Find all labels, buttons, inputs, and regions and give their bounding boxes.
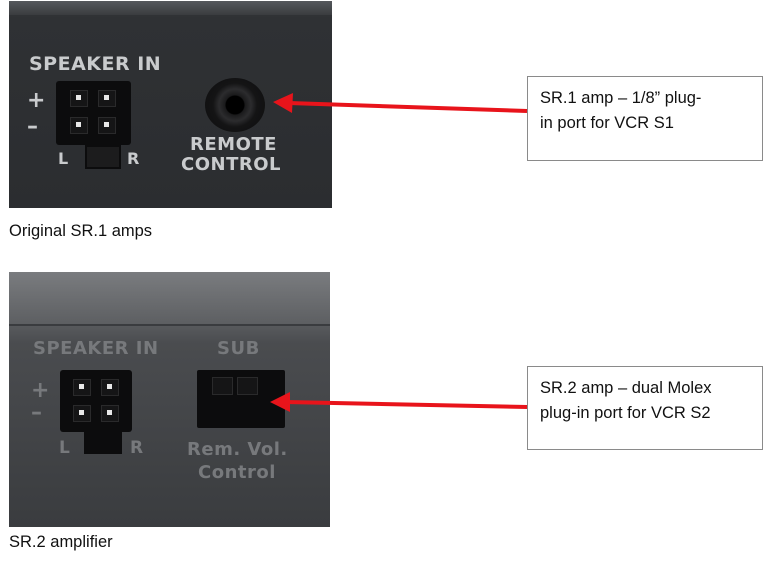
minus-label: – — [31, 400, 43, 425]
control-label: Control — [198, 462, 276, 483]
left-label: L — [59, 438, 71, 458]
arrow-sr1 — [273, 93, 528, 113]
callout-line: SR.2 amp – dual Molex — [540, 379, 712, 397]
panel-edge — [9, 272, 330, 326]
sr2-amp-photo: SPEAKER IN SUB + – L R Rem. Vol. Control — [9, 272, 330, 527]
speaker-in-label: SPEAKER IN — [29, 53, 162, 75]
panel-edge — [9, 1, 332, 15]
connector-latch — [84, 432, 122, 454]
right-label: R — [127, 149, 140, 168]
arrow-sr2 — [270, 392, 528, 412]
sub-label: SUB — [217, 338, 260, 359]
speaker-in-connector — [60, 370, 132, 432]
connector-latch — [85, 145, 121, 169]
speaker-in-connector — [56, 81, 131, 145]
left-label: L — [58, 149, 69, 168]
callout-sr1: SR.1 amp – 1/8” plug- in port for VCR S1 — [527, 76, 763, 161]
control-label: CONTROL — [181, 154, 281, 175]
rem-vol-label: Rem. Vol. — [187, 439, 288, 460]
dual-molex-port — [197, 370, 285, 428]
right-label: R — [130, 438, 144, 458]
plus-label: + — [27, 88, 46, 113]
remote-label: REMOTE — [190, 134, 277, 155]
minus-label: – — [27, 114, 39, 139]
callout-line: plug-in port for VCR S2 — [540, 404, 711, 422]
speaker-in-label: SPEAKER IN — [33, 338, 159, 359]
remote-jack-port — [205, 78, 265, 132]
caption-sr2: SR.2 amplifier — [9, 533, 113, 551]
callout-line: in port for VCR S1 — [540, 114, 674, 132]
plus-label: + — [31, 378, 50, 403]
caption-sr1: Original SR.1 amps — [9, 222, 153, 240]
callout-sr2: SR.2 amp – dual Molex plug-in port for V… — [527, 366, 763, 450]
callout-line: SR.1 amp – 1/8” plug- — [540, 89, 702, 107]
